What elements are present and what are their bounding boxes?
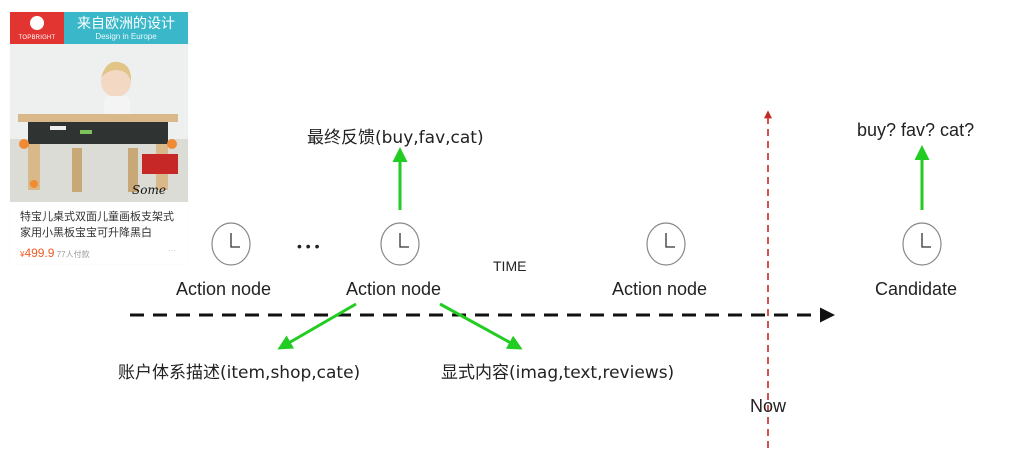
more-icon[interactable]: ··· <box>168 246 176 255</box>
banner-text-box: 来自欧洲的设计 Design in Europe <box>64 12 188 44</box>
candidate-question: buy? fav? cat? <box>857 120 975 140</box>
time-label: TIME <box>493 258 527 274</box>
price-currency: ¥ <box>20 250 25 259</box>
clock-icon <box>902 222 942 266</box>
account-description-label: 账户体系描述(item,shop,cate) <box>118 363 361 383</box>
display-content-label: 显式内容(imag,text,reviews) <box>441 363 675 383</box>
brand-logo: TOPBRIGHT <box>10 12 64 44</box>
ellipsis: • • • <box>297 238 320 254</box>
product-card[interactable]: TOPBRIGHT 来自欧洲的设计 Design in Europe Some … <box>10 12 188 264</box>
banner-subtitle: Design in Europe <box>95 32 157 41</box>
now-label: Now <box>750 396 787 416</box>
product-price: 499.9 <box>24 246 55 260</box>
product-banner: TOPBRIGHT 来自欧洲的设计 Design in Europe <box>10 12 188 44</box>
action-node-label: Action node <box>612 279 708 299</box>
product-photo[interactable]: Some <box>10 44 188 202</box>
clock-icon <box>211 222 251 266</box>
brand-logo-icon <box>30 16 44 30</box>
action-node-label: Action node <box>346 279 442 299</box>
feedback-label: 最终反馈(buy,fav,cat) <box>307 128 484 148</box>
price-row: ¥499.9 77人付款 ··· <box>20 246 182 262</box>
clock-icon <box>646 222 686 266</box>
banner-title: 来自欧洲的设计 <box>77 15 175 31</box>
clock-icon <box>380 222 420 266</box>
product-title[interactable]: 特宝儿桌式双面儿童画板支架式家用小黑板宝宝可升降黑白 <box>20 211 174 239</box>
candidate-label: Candidate <box>875 279 958 299</box>
brand-name: TOPBRIGHT <box>18 35 56 41</box>
payer-count: 77人付款 <box>56 250 90 259</box>
signature-mark: Some <box>132 183 166 197</box>
account-arrow <box>277 302 357 350</box>
action-node-label: Action node <box>176 279 272 299</box>
display-arrow <box>439 302 523 350</box>
